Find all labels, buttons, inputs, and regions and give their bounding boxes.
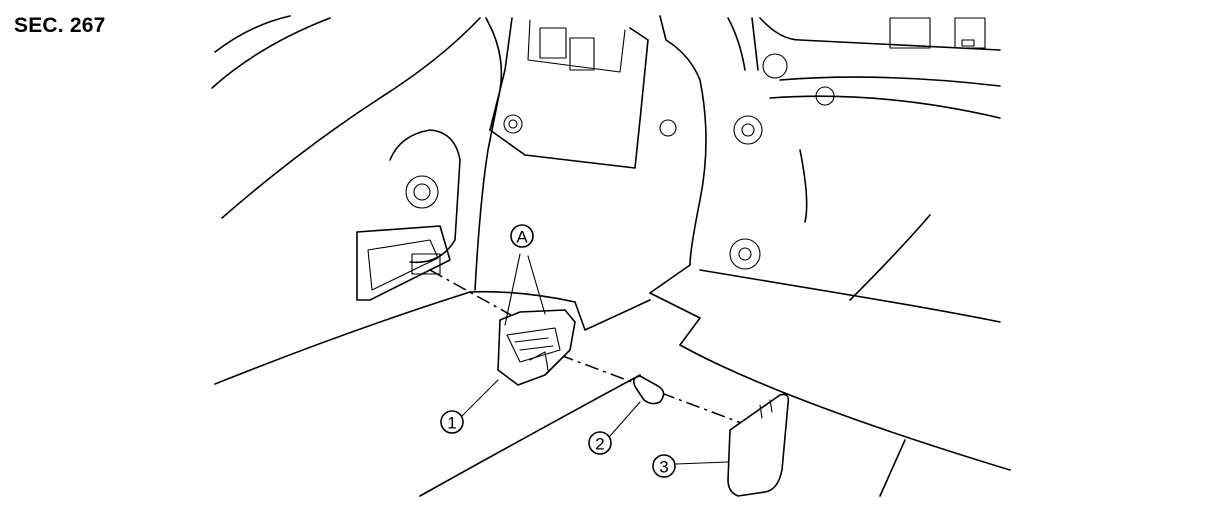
svg-text:A: A (516, 228, 528, 247)
svg-text:2: 2 (595, 435, 604, 454)
svg-text:3: 3 (659, 458, 668, 477)
svg-text:1: 1 (447, 414, 456, 433)
install-path-line (559, 354, 761, 431)
vehicle-body-background (211, 15, 1011, 497)
section-label: SEC. 267 (14, 14, 106, 37)
callout-a: A (510, 224, 534, 248)
lens-cover (727, 393, 790, 497)
callout-3: 3 (652, 454, 676, 478)
callout-1: 1 (440, 410, 464, 434)
bulb (632, 375, 665, 405)
callout-2: 2 (588, 431, 612, 455)
lamp-housing (497, 309, 576, 386)
